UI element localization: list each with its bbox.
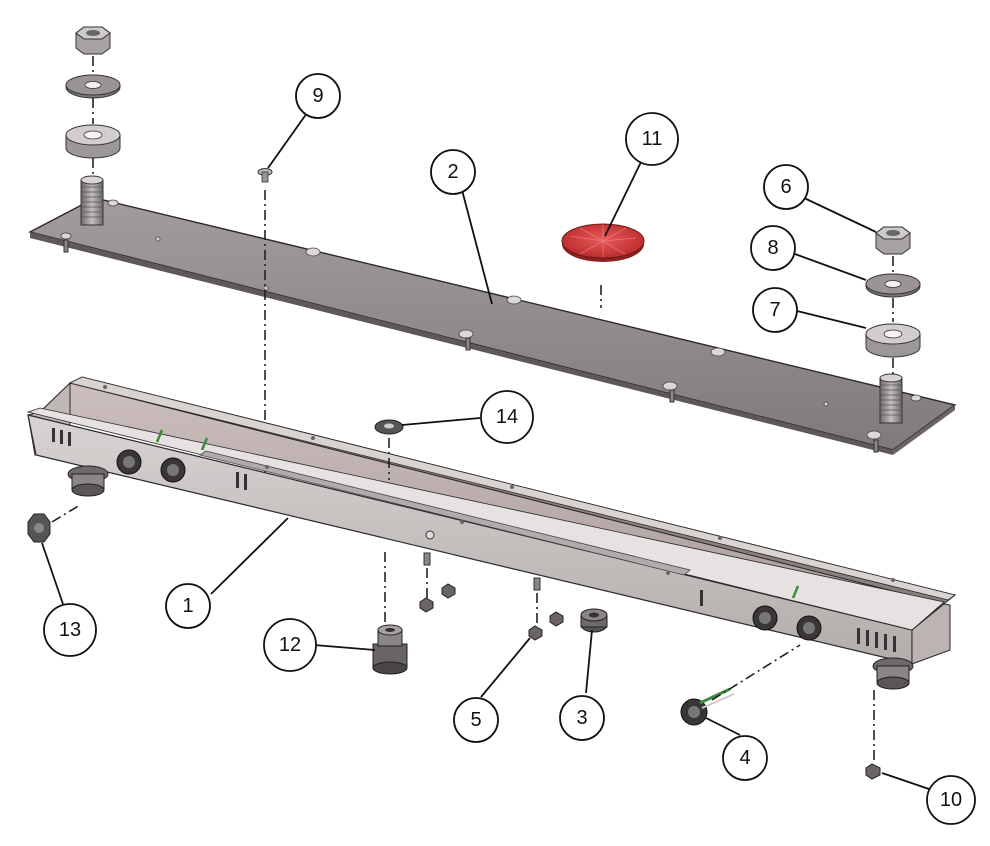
callout-7-label: 7	[769, 299, 780, 321]
callout-14-label: 14	[496, 406, 518, 428]
callout-11-label: 11	[642, 128, 663, 150]
left-hardware-stack	[65, 26, 121, 178]
connector-right-1	[752, 605, 778, 631]
connector-right-2	[796, 615, 822, 641]
callout-1-label: 1	[182, 595, 193, 617]
callout-6-label: 6	[780, 176, 791, 198]
callout-4-label: 4	[739, 747, 750, 769]
callout-5-label: 5	[470, 709, 481, 731]
leader-lines	[41, 112, 930, 790]
callout-5: 5	[453, 697, 499, 743]
base-channel	[26, 376, 957, 690]
callout-3: 3	[559, 695, 605, 741]
callout-13-label: 13	[59, 619, 81, 641]
callout-9-label: 9	[312, 85, 323, 107]
callout-2-label: 2	[447, 161, 458, 183]
callout-8: 8	[750, 225, 796, 271]
knob-13	[27, 504, 81, 543]
small-nuts	[419, 568, 564, 641]
foot-left	[67, 465, 109, 497]
callout-9: 9	[295, 73, 341, 119]
stud-right	[879, 373, 903, 424]
callout-13: 13	[43, 603, 97, 657]
callout-7: 7	[752, 287, 798, 333]
top-plate	[28, 175, 957, 455]
callout-11: 11	[625, 112, 679, 166]
callout-10-label: 10	[940, 789, 962, 811]
connector-4	[680, 644, 801, 726]
callout-1: 1	[165, 583, 211, 629]
callout-14: 14	[480, 390, 534, 444]
gland-12	[372, 624, 408, 675]
large-nut-3	[580, 608, 608, 633]
callout-12: 12	[263, 618, 317, 672]
callout-6: 6	[763, 164, 809, 210]
connector-left-2	[160, 457, 186, 483]
nut-10	[865, 690, 881, 780]
callout-12-label: 12	[279, 634, 301, 656]
right-hardware-stack	[865, 226, 921, 376]
callout-4: 4	[722, 735, 768, 781]
nut-14	[374, 419, 404, 625]
red-cap	[561, 223, 645, 308]
screw	[257, 168, 273, 475]
callout-10: 10	[926, 775, 976, 825]
stud-left	[80, 175, 104, 226]
connector-left-1	[116, 449, 142, 475]
foot-right	[872, 657, 914, 690]
callout-3-label: 3	[576, 707, 587, 729]
callout-8-label: 8	[767, 237, 778, 259]
callout-2: 2	[430, 149, 476, 195]
